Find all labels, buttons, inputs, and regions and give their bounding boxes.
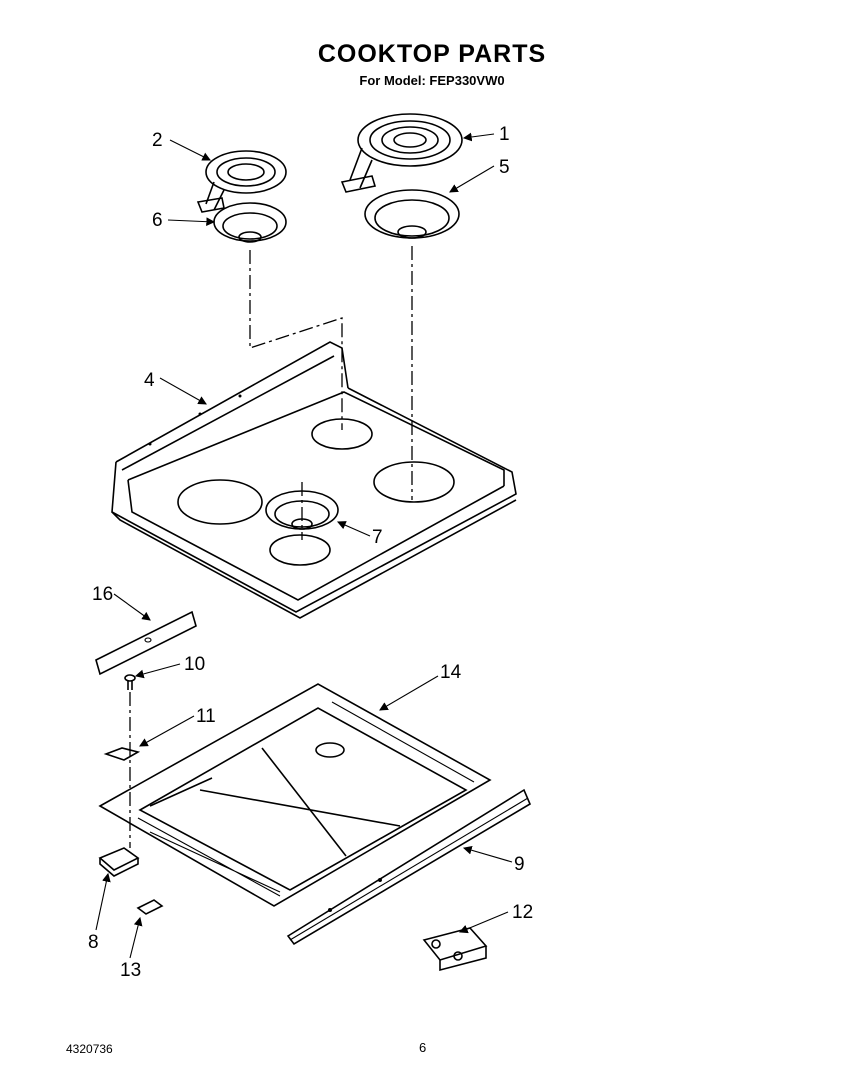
bracket-8 <box>98 847 140 877</box>
callout-12: 12 <box>512 902 533 923</box>
model-subtitle: For Model: FEP330VW0 <box>359 73 505 88</box>
callout-8: 8 <box>88 932 99 953</box>
callout-13: 13 <box>120 960 141 981</box>
callout-7: 7 <box>372 527 383 548</box>
rail-9 <box>286 788 532 946</box>
page-title: COOKTOP PARTS <box>317 40 547 68</box>
drip-bowl-7 <box>265 482 339 540</box>
terminal-block-12 <box>422 927 488 972</box>
large-surface-element <box>340 113 463 193</box>
large-drip-bowl <box>364 189 460 239</box>
small-surface-element <box>196 150 287 213</box>
callout-14: 14 <box>440 662 462 683</box>
callout-9: 9 <box>514 854 525 875</box>
burner-box <box>98 683 492 907</box>
callout-1: 1 <box>499 124 510 145</box>
document-number: 4320736 <box>66 1042 113 1056</box>
callout-4: 4 <box>144 370 155 391</box>
callout-16: 16 <box>92 584 113 605</box>
cooktop-panel <box>111 341 517 619</box>
page-number: 6 <box>419 1040 427 1055</box>
bracket-16 <box>95 610 197 676</box>
callout-5: 5 <box>499 157 510 178</box>
callout-10: 10 <box>184 654 205 675</box>
small-drip-bowl <box>213 202 287 243</box>
callout-2: 2 <box>152 130 163 151</box>
clip-13 <box>136 899 164 915</box>
callout-6: 6 <box>152 210 163 231</box>
callout-11: 11 <box>196 706 216 727</box>
clip-11 <box>103 747 141 761</box>
